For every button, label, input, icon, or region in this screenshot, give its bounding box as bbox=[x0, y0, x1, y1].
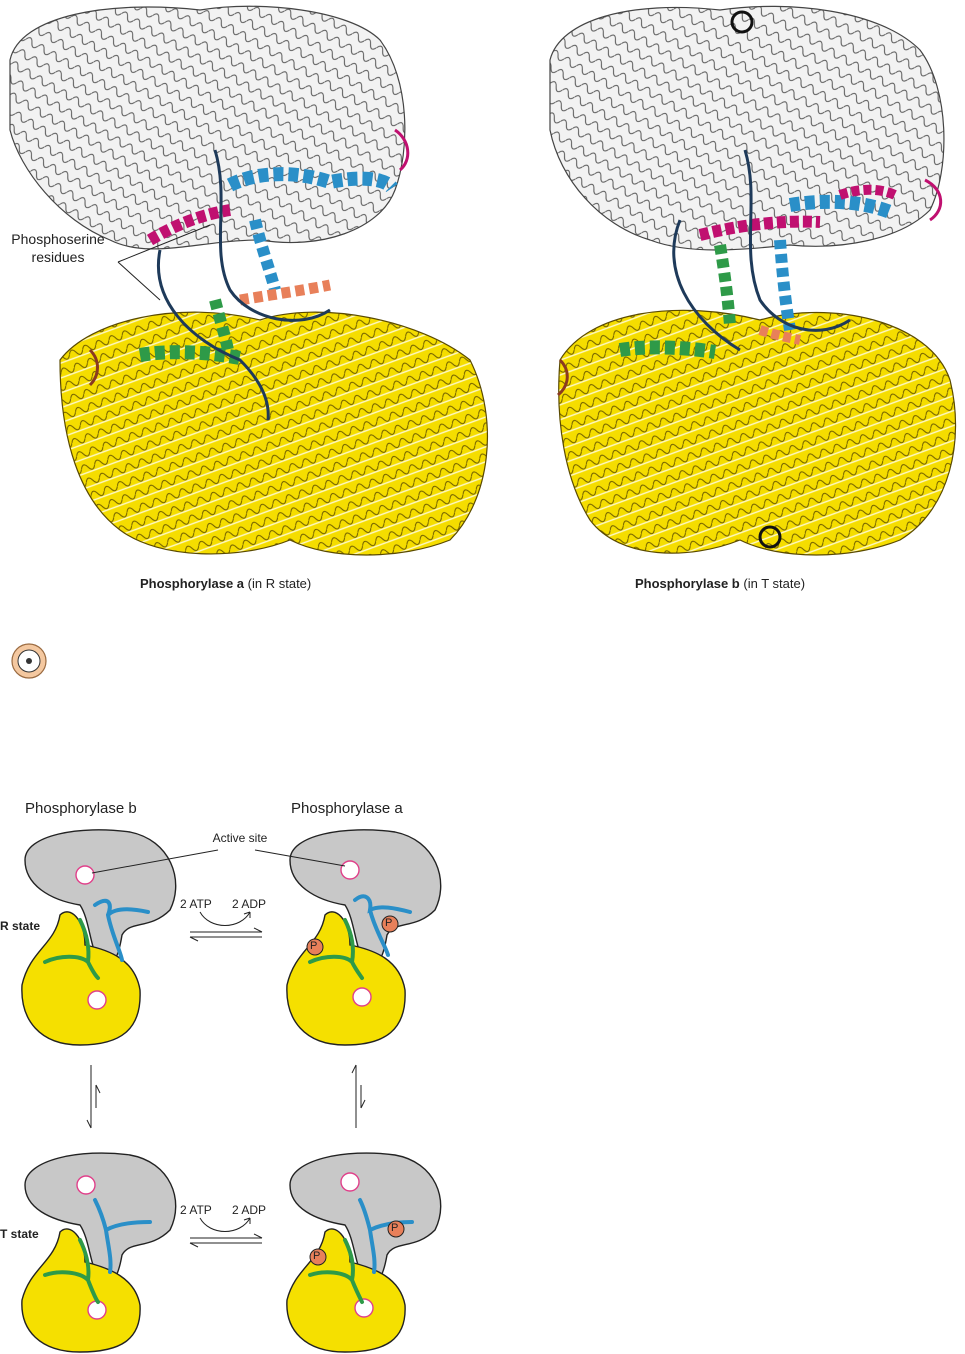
scheme-a-r bbox=[287, 830, 441, 1045]
phospho-label-ar-top: P bbox=[385, 917, 392, 929]
caption-a-bold: Phosphorylase a bbox=[140, 576, 244, 591]
scheme-header-right: Phosphorylase a bbox=[291, 800, 403, 817]
yellow-domain-left bbox=[60, 312, 487, 555]
active-site-yellow bbox=[355, 1299, 373, 1317]
phospho-label-at-bottom: P bbox=[313, 1250, 320, 1262]
active-site-label: Active site bbox=[210, 832, 270, 845]
caption-b-rest: (in T state) bbox=[743, 576, 805, 591]
caption-a-rest: (in R state) bbox=[248, 576, 312, 591]
active-site-gray bbox=[76, 866, 94, 884]
gray-domain-left bbox=[10, 6, 405, 249]
scheme-a-t bbox=[287, 1153, 441, 1352]
active-site-gray bbox=[77, 1176, 95, 1194]
r-state-label: R state bbox=[0, 919, 40, 933]
phosphorylase-a-structure bbox=[10, 6, 487, 555]
active-site-yellow bbox=[353, 988, 371, 1006]
scheme-b-t bbox=[22, 1153, 176, 1352]
phosphorylase-b-structure bbox=[550, 6, 956, 555]
equilibrium-arrow-bottom bbox=[190, 1218, 262, 1247]
phosphoserine-label: Phosphoserine residues bbox=[2, 230, 114, 266]
phospho-label-ar-bottom: P bbox=[310, 940, 317, 952]
yellow-domain-right bbox=[559, 310, 956, 555]
active-site-yellow bbox=[88, 991, 106, 1009]
phospho-label-at-top: P bbox=[391, 1222, 398, 1234]
equilibrium-arrow-top bbox=[190, 912, 262, 941]
atp-label-bottom: 2 ATP bbox=[180, 1203, 212, 1217]
salmon-helix-left bbox=[240, 285, 330, 300]
caption-b-bold: Phosphorylase b bbox=[635, 576, 740, 591]
scheme-header-left: Phosphorylase b bbox=[25, 800, 137, 817]
equilibrium-arrow-right bbox=[352, 1065, 365, 1128]
adp-label-bottom: 2 ADP bbox=[232, 1203, 266, 1217]
adp-label-top: 2 ADP bbox=[232, 897, 266, 911]
atp-label-top: 2 ATP bbox=[180, 897, 212, 911]
t-state-label: T state bbox=[0, 1227, 39, 1241]
caption-phosphorylase-a: Phosphorylase a (in R state) bbox=[140, 576, 311, 591]
active-site-gray bbox=[341, 1173, 359, 1191]
cd-rom-icon[interactable] bbox=[12, 644, 46, 678]
equilibrium-arrow-left bbox=[87, 1065, 100, 1128]
caption-phosphorylase-b: Phosphorylase b (in T state) bbox=[635, 576, 805, 591]
active-site-gray bbox=[341, 861, 359, 879]
